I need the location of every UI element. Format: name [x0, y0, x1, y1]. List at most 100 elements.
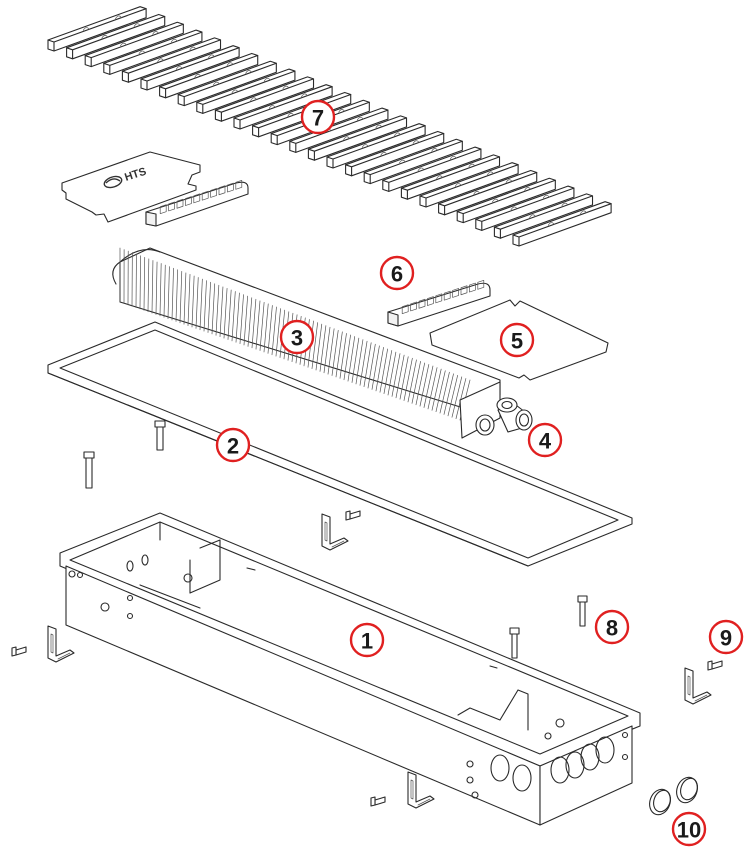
fin [379, 348, 388, 393]
callout-number: 1 [361, 629, 373, 654]
fin [187, 274, 191, 326]
grille-slat [214, 76, 315, 122]
callout-1: 1 [349, 622, 385, 658]
bolt [370, 796, 386, 807]
callout-number: 5 [511, 329, 523, 354]
grille-slat [84, 21, 184, 68]
fin [327, 328, 335, 375]
grille-slat [177, 60, 277, 107]
screw [83, 451, 95, 489]
grille-slat [307, 115, 408, 161]
grille-slat [140, 45, 240, 91]
callout-ring [379, 255, 415, 291]
bolt [11, 646, 27, 657]
fin [383, 350, 393, 394]
fin [331, 329, 339, 376]
grille-tooth [460, 285, 468, 296]
fin [167, 266, 170, 320]
callout-9: 9 [708, 619, 744, 655]
screw [577, 595, 588, 627]
fin [387, 351, 397, 396]
fin [359, 340, 368, 386]
callout-number: 8 [606, 616, 618, 641]
grille-end-piece [387, 280, 491, 327]
fin [351, 337, 360, 383]
callout-number: 3 [291, 326, 303, 351]
grille-tooth [435, 293, 443, 304]
grille-tooth [235, 180, 243, 190]
fin [191, 275, 195, 328]
fin [159, 263, 162, 317]
grille-slat [196, 68, 296, 114]
grille-tooth [401, 304, 409, 314]
fin [151, 260, 154, 314]
callout-6: 6 [379, 255, 415, 291]
fin [431, 368, 442, 411]
fin [139, 255, 141, 310]
frame [47, 321, 633, 567]
grille-slat [475, 185, 575, 231]
fin [363, 342, 372, 388]
grille-slat [103, 29, 203, 75]
grille-slat [159, 52, 259, 99]
callout-number: 4 [539, 429, 552, 454]
valve-connections [475, 397, 533, 436]
grille-tooth [218, 185, 226, 196]
fin [215, 284, 220, 336]
grille-slat [47, 6, 147, 52]
housing-box [59, 512, 641, 826]
fin [419, 364, 430, 407]
grille-tooth [176, 198, 184, 209]
callout-2: 2 [215, 427, 251, 463]
fin [315, 323, 323, 371]
grille-tooth [477, 280, 485, 290]
grille-tooth [227, 182, 234, 193]
linear-grille [47, 6, 612, 247]
screw [154, 420, 166, 451]
grille-slat [363, 138, 463, 185]
grille-tooth [185, 196, 192, 206]
fin [335, 331, 343, 378]
grille-slat [400, 154, 501, 200]
fin [435, 370, 446, 413]
fin [247, 297, 253, 347]
fin [243, 295, 248, 346]
fin [407, 359, 417, 403]
fin [371, 345, 380, 390]
fin [271, 306, 277, 356]
fin [319, 325, 327, 372]
grille-slat [326, 123, 426, 169]
bolt [345, 510, 361, 521]
grille-slat [456, 177, 556, 224]
fin [415, 362, 426, 406]
fin [447, 374, 458, 417]
callout-ring [527, 422, 563, 458]
fin [207, 281, 211, 333]
callout-number: 7 [312, 106, 324, 131]
grille-slat [493, 193, 594, 239]
fin [263, 303, 269, 353]
fin [399, 356, 409, 400]
grille-tooth [193, 193, 201, 204]
hts-logo-icon [103, 175, 123, 189]
fin [339, 333, 347, 379]
fin [223, 288, 228, 339]
grille-tooth [427, 296, 434, 306]
fin [203, 280, 207, 332]
grille-end-piece-top [145, 180, 249, 227]
fin [427, 367, 438, 410]
grille-tooth [159, 204, 167, 214]
callout-number: 10 [677, 818, 701, 843]
fin [259, 302, 265, 351]
fin [195, 277, 199, 329]
fin [219, 286, 224, 338]
fin [255, 300, 261, 350]
fin [343, 334, 351, 381]
mounting-bracket [684, 667, 712, 705]
grille-slat [419, 162, 519, 208]
callout-7: 7 [300, 99, 336, 135]
fin [231, 291, 236, 342]
fin [311, 322, 318, 369]
fin [239, 294, 244, 344]
grille-tooth [469, 282, 476, 293]
